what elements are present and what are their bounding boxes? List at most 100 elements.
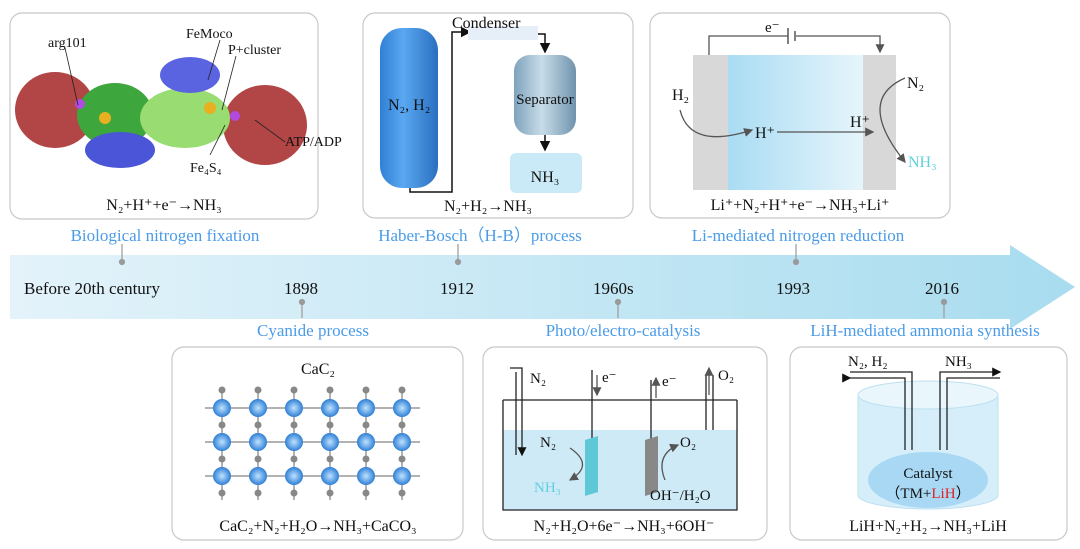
carbon-atom (326, 386, 334, 394)
title-photo-electro: Photo/electro-catalysis (546, 321, 701, 340)
label-nh3-outlet: NH₃ (945, 354, 972, 370)
label-atp-adp: ATP/ADP (285, 135, 342, 150)
calcium-atom (357, 467, 375, 485)
carbon-atom (326, 455, 334, 463)
calcium-atom (213, 467, 231, 485)
label-n2-h2: N₂, H₂ (388, 97, 430, 114)
carbon-atom (290, 455, 298, 463)
calcium-atom (249, 467, 267, 485)
carbon-atom (290, 386, 298, 394)
label-condenser: Condenser (452, 15, 521, 32)
carbon-atom (254, 489, 262, 497)
timeline-ticks (118, 244, 948, 318)
anode (645, 436, 658, 496)
cathode (585, 436, 598, 496)
separator-tank (514, 55, 576, 135)
cac2-crystal-lattice (205, 386, 420, 500)
title-li-mediated: Li-mediated nitrogen reduction (692, 226, 905, 245)
reactor-tank (380, 28, 438, 188)
year-before-20th: Before 20th century (24, 279, 160, 298)
equation-photo-electro: N₂+H₂O+6e⁻→NH₃+6OH⁻ (534, 518, 715, 535)
calcium-atom (249, 399, 267, 417)
carbon-atom (398, 421, 406, 429)
panel-biological: arg101 FeMoco P+cluster ATP/ADP Fe₄S₄ N₂… (9, 12, 342, 220)
timeline-arrow (10, 245, 1075, 329)
calcium-atom (321, 433, 339, 451)
carbon-atom (218, 386, 226, 394)
label-o2-outlet: O₂ (718, 368, 734, 384)
panel-photo-electro: N₂ e⁻ e⁻ O₂ N₂ O₂ NH₃ OH⁻/H₂O N₂+H₂O+6e⁻… (482, 346, 768, 541)
carbon-atom (254, 386, 262, 394)
carbon-atom (362, 489, 370, 497)
catalyst-cloud (868, 452, 988, 508)
label-n2-inlet: N₂ (530, 371, 546, 387)
label-arg101: arg101 (48, 36, 87, 51)
calcium-atom (393, 467, 411, 485)
equation-haber-bosch: N₂+H₂→NH₃ (444, 198, 532, 215)
label-h-plus-left: H⁺ (755, 125, 775, 142)
label-o2-product: O₂ (680, 435, 696, 451)
equation-cyanide: CaC₂+N₂+H₂O→NH₃+CaCO₃ (219, 518, 416, 535)
carbon-atom (398, 489, 406, 497)
calcium-atom (357, 433, 375, 451)
carbon-atom (398, 386, 406, 394)
carbon-atom (398, 455, 406, 463)
panel-li-mediated: e⁻ H₂ H⁺ H⁺ N₂ NH₃ Li⁺+N₂+H⁺+e⁻→NH₃+Li⁺ (649, 12, 951, 219)
carbon-atom (326, 421, 334, 429)
calcium-atom (213, 433, 231, 451)
label-oh-h2o: OH⁻/H₂O (650, 488, 711, 504)
calcium-atom (285, 467, 303, 485)
panel-cyanide: CaC₂ CaC₂+N₂+H₂O→NH₃+CaCO₃ (171, 346, 464, 541)
label-electron: e⁻ (765, 20, 780, 36)
calcium-atom (393, 399, 411, 417)
calcium-atom (213, 399, 231, 417)
calcium-atom (357, 399, 375, 417)
title-lih: LiH-mediated ammonia synthesis (810, 321, 1039, 340)
carbon-atom (254, 455, 262, 463)
label-n2-h2-inlet: N₂, H₂ (848, 354, 888, 370)
carbon-atom (362, 386, 370, 394)
carbon-atom (326, 489, 334, 497)
calcium-atom (285, 399, 303, 417)
equation-li-mediated: Li⁺+N₂+H⁺+e⁻→NH₃+Li⁺ (711, 197, 890, 214)
equation-biological: N₂+H⁺+e⁻→NH₃ (106, 197, 221, 214)
calcium-atom (249, 433, 267, 451)
label-n2: N₂ (907, 75, 924, 92)
year-1912: 1912 (440, 279, 474, 298)
label-p-cluster: P+cluster (228, 43, 281, 58)
panel-lih: N₂, H₂ NH₃ Catalyst （TM+LiH） LiH+N₂+H₂→N… (789, 346, 1068, 541)
equation-lih: LiH+N₂+H₂→NH₃+LiH (849, 518, 1007, 535)
carbon-atom (290, 489, 298, 497)
label-n2-reactant: N₂ (540, 435, 556, 451)
calcium-atom (321, 467, 339, 485)
carbon-atom (362, 421, 370, 429)
year-1993: 1993 (776, 279, 810, 298)
nitrogenase-structure-image (15, 57, 307, 168)
label-h2: H₂ (672, 87, 689, 104)
carbon-atom (362, 455, 370, 463)
calcium-atom (285, 433, 303, 451)
label-catalyst: Catalyst (903, 466, 953, 482)
label-nh3: NH₃ (531, 169, 560, 186)
title-biological: Biological nitrogen fixation (71, 226, 260, 245)
label-electron-out: e⁻ (662, 374, 677, 390)
carbon-atom (218, 455, 226, 463)
carbon-atom (218, 421, 226, 429)
label-tm-lih: （TM+LiH） (885, 485, 970, 502)
label-fe4s4: Fe₄S₄ (190, 161, 222, 176)
calcium-atom (393, 433, 411, 451)
carbon-atom (254, 421, 262, 429)
label-nh3-product: NH₃ (534, 480, 561, 496)
label-cac2: CaC₂ (301, 361, 335, 378)
label-electron-in: e⁻ (602, 370, 617, 386)
panel-haber-bosch: N₂, H₂ Condenser Separator NH₃ N₂+H₂→NH₃ (362, 12, 634, 219)
label-nh3-product: NH₃ (908, 154, 937, 171)
title-haber-bosch: Haber-Bosch（H-B）process (378, 226, 582, 245)
carbon-atom (218, 489, 226, 497)
calcium-atom (321, 399, 339, 417)
carbon-atom (290, 421, 298, 429)
title-cyanide: Cyanide process (257, 321, 369, 340)
year-1898: 1898 (284, 279, 318, 298)
label-h-plus-right: H⁺ (850, 114, 870, 131)
